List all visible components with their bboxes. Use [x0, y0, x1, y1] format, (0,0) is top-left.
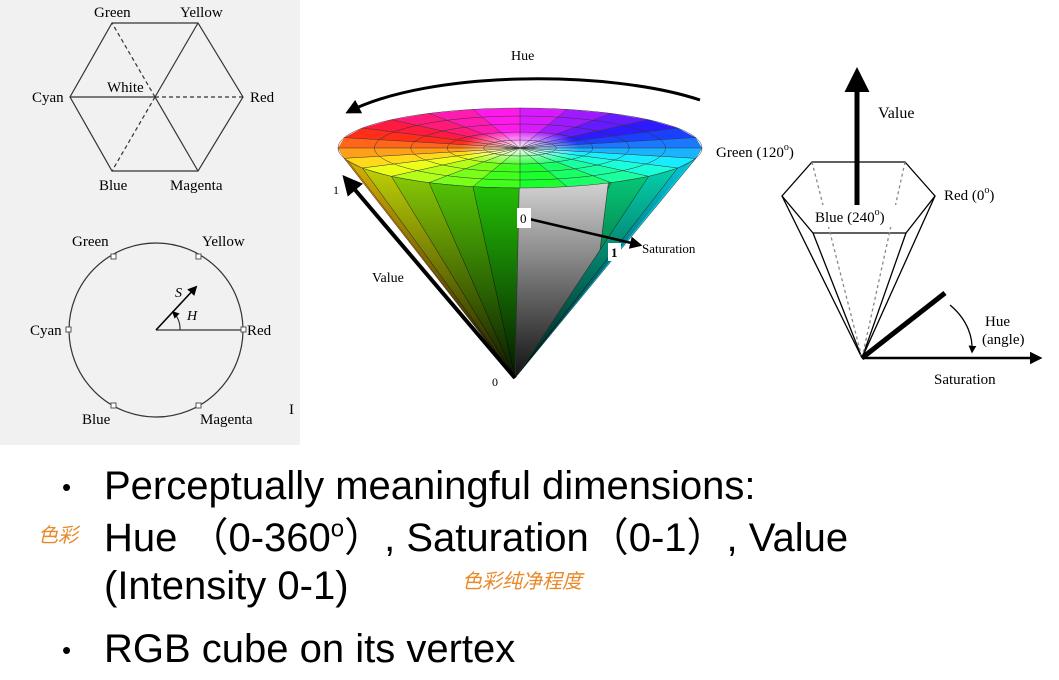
bullet-2-degree-sup: o: [330, 515, 345, 543]
bullet-marker-3: •: [62, 635, 72, 665]
circle-label-yellow: Yellow: [202, 234, 245, 250]
hexagon-label-green: Green: [94, 5, 131, 21]
hexcone-label-blue-240: Blue (240o): [815, 207, 885, 226]
bullet-2-line-2: (Intensity 0-1): [104, 564, 349, 608]
bullet-2-rest-text: ）, Saturation（0-1）, Value: [344, 516, 849, 560]
hexagon-white-to-yellow: [154, 22, 199, 98]
cone-value-axis-arrow: [342, 174, 517, 380]
cone-grid-spoke: [472, 147, 521, 187]
bullet-marker-1: •: [62, 472, 72, 502]
hexagon-dashed-to-green: [111, 22, 156, 98]
handwritten-note-color: 色彩: [38, 523, 78, 547]
cone-grid-spoke: [519, 119, 649, 149]
cone-one-sat-box: [608, 243, 621, 261]
hexagon-label-red: Red: [250, 90, 275, 106]
cone-saturation-axis-arrow: [524, 216, 643, 249]
hexagon-label-yellow: Yellow: [180, 5, 223, 21]
cone-grid-spoke: [519, 113, 612, 149]
bullet-3-text: RGB cube on its vertex: [104, 627, 516, 671]
hexagon-dashed-to-blue: [111, 96, 156, 172]
cone-label-green-120: Green (120o): [716, 142, 794, 161]
left-panel-background: [0, 0, 300, 445]
hexcone-hue-angle-arc: [949, 304, 977, 354]
hexcone-saturation-vector: [860, 291, 947, 360]
hexcone-label-saturation: Saturation: [934, 372, 996, 388]
hexagon-label-magenta: Magenta: [170, 178, 223, 194]
cone-grid-spoke: [519, 137, 696, 149]
circle-mark-blue: [110, 402, 117, 409]
hexcone-edge-3: [861, 232, 907, 359]
bullet-list: • Perceptually meaningful dimensions: Hu…: [0, 445, 1059, 680]
cone-grid-spoke: [391, 119, 521, 149]
cone-label-zero-bottom: 0: [492, 375, 498, 389]
cone-grid-spoke: [391, 147, 521, 177]
bullet-2-line-1: Hue （0-360o）, Saturation（0-1）, Value: [104, 515, 848, 561]
cone-grid-spoke: [428, 147, 521, 183]
circle-label-red: Red: [247, 323, 272, 339]
circle-mark-green: [110, 253, 117, 260]
circle-label-s: S: [175, 286, 182, 301]
cone-grid-spoke: [519, 147, 649, 177]
circle-vertex-marks: [65, 253, 247, 409]
hsv-hexcone-diagram: [781, 161, 936, 359]
cone-grid-spoke: [519, 147, 678, 169]
cone-grid-spoke: [472, 109, 521, 149]
cone-grid-spoke: [344, 137, 521, 149]
hsv-color-cone: [337, 107, 703, 380]
cone-grid-spoke: [344, 147, 521, 159]
hexcone-label-hue: Hue: [985, 314, 1010, 330]
cone-label-hue: Hue: [511, 49, 534, 64]
circle-label-green: Green: [72, 234, 109, 250]
hexcone-label-value: Value: [878, 105, 914, 122]
hexcone-edge-2: [812, 232, 863, 359]
circle-label-h: H: [186, 309, 198, 324]
hexagon-white-to-magenta: [154, 96, 199, 172]
cone-label-saturation: Saturation: [642, 241, 696, 256]
hexcone-edge-1: [781, 195, 863, 359]
circle-hue-angle-arc: [171, 310, 181, 331]
cone-grid-spoke: [519, 147, 568, 187]
cone-grid-spoke: [519, 147, 612, 183]
circle-stray-mark: I: [289, 402, 294, 418]
cone-zero-center-box: [517, 208, 531, 228]
hexagon-label-blue: Blue: [99, 178, 128, 194]
cone-grid-spoke: [519, 147, 696, 159]
cone-grid-spoke: [519, 109, 568, 149]
bullet-2-hue-text: Hue （0-360: [104, 516, 331, 560]
hexcone-edge-4: [861, 195, 936, 359]
hexagon-label-white: White: [107, 80, 144, 96]
circle-label-magenta: Magenta: [200, 412, 253, 428]
cone-label-zero-center: 0: [520, 211, 527, 226]
handwritten-note-saturation: 色彩纯净程度: [462, 569, 582, 593]
cone-grid-lines: [337, 107, 703, 189]
hexcone-label-red-0: Red (0o): [944, 185, 994, 204]
hexcone-label-angle: (angle): [982, 332, 1024, 348]
hsv-diagram-area: Green Yellow Cyan White Red Blue Magenta…: [0, 0, 1043, 445]
cone-top-surface: [338, 108, 702, 188]
cone-grid-spoke: [362, 147, 521, 169]
hue-hexagon-diagram: [69, 22, 244, 172]
circle-mark-magenta: [195, 402, 202, 409]
cone-label-one-sat: 1: [611, 245, 618, 260]
circle-label-cyan: Cyan: [30, 323, 62, 339]
cone-label-one-top: 1: [333, 183, 339, 197]
cone-label-value: Value: [372, 271, 404, 286]
cone-grid-spoke: [519, 127, 678, 149]
hexagon-label-cyan: Cyan: [32, 90, 64, 106]
circle-saturation-vector: [155, 285, 198, 331]
circle-mark-yellow: [195, 253, 202, 260]
circle-mark-cyan: [65, 326, 72, 333]
circle-mark-red: [240, 326, 247, 333]
hexcone-edge-5: [811, 161, 863, 359]
circle-label-blue: Blue: [82, 412, 111, 428]
hexcone-blue-label-bg: [813, 205, 908, 227]
bullet-1-text: Perceptually meaningful dimensions:: [104, 464, 756, 508]
cone-grid-spoke: [362, 127, 521, 149]
cone-grid-spoke: [428, 113, 521, 149]
cone-hue-arc-arrow: [345, 77, 701, 114]
